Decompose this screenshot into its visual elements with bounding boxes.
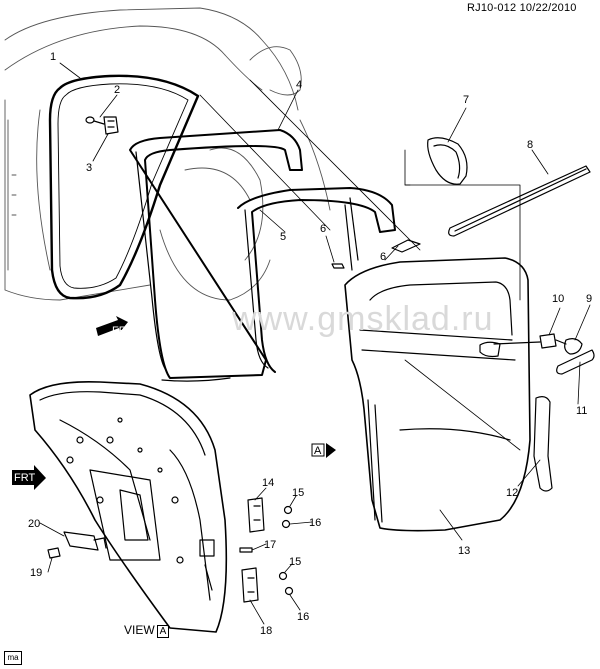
callout-15a: 15 [292,487,304,499]
callout-9: 9 [586,293,592,305]
hinge-upper-14 [247,497,265,533]
car-body-outline [4,7,331,301]
callout-3: 3 [86,162,92,174]
applique-7 [427,137,468,185]
diagram-id: RJ10-012 [467,2,517,14]
diagram-ref: RJ10-012 10/22/2010 [467,2,577,14]
callout-6a: 6 [320,223,326,235]
callout-13: 13 [458,545,470,557]
callout-16a: 16 [309,517,321,529]
frt-arrow-upper: FRT [96,316,133,337]
hinge-lower-18 [241,567,259,603]
window-channel [237,187,396,373]
callout-6b: 6 [380,251,386,263]
weatherstrip-door-frame [129,129,303,379]
view-label-text: VIEW [124,623,155,637]
clip-6a [331,263,345,269]
callout-7: 7 [463,94,469,106]
bolt-15-lower [278,571,288,581]
callout-17: 17 [264,539,276,551]
bolt-19 [47,547,61,559]
svg-text:A: A [314,445,322,457]
pin-17 [239,547,253,553]
weatherstrip-body-side [48,74,200,300]
callout-labels: 1 2 3 4 5 6 6 7 8 9 10 11 12 13 14 15 15… [28,51,592,637]
nut-16-upper [281,519,291,529]
callout-12: 12 [506,487,518,499]
callout-8: 8 [527,139,533,151]
handle-bezel-9 [564,338,583,355]
handle-cap-10 [539,333,557,349]
nut-16-lower [284,586,294,596]
bracket-3 [103,116,119,135]
callout-19: 19 [30,567,42,579]
clip-6b [391,239,421,253]
callout-15b: 15 [289,556,301,568]
check-link-20 [63,531,99,551]
callout-1: 1 [50,51,56,63]
door-inner-panel [29,380,228,633]
callout-2: 2 [114,84,120,96]
callout-10: 10 [552,293,564,305]
fastener-2 [85,116,105,125]
callout-11: 11 [576,405,587,417]
door-outer-panel [344,257,531,532]
callout-5: 5 [280,231,286,243]
bolt-15-upper [283,505,293,515]
callout-18: 18 [260,625,272,637]
view-label-ref: A [156,625,170,638]
door-handle-11 [556,349,595,375]
corner-tag: ma [4,651,22,665]
applique-12 [533,396,553,492]
svg-text:FRT: FRT [14,472,35,484]
watermark: www.gmsklad.ru [232,300,494,338]
callout-20: 20 [28,518,40,530]
svg-text:FRT: FRT [112,325,133,337]
diagram-date: 10/22/2010 [519,2,577,14]
view-a-marker: A [311,443,336,458]
callout-4: 4 [296,79,302,91]
frt-arrow-lower: FRT [12,465,46,490]
callout-14: 14 [262,477,274,489]
belt-molding-8 [448,165,591,237]
callout-16b: 16 [297,611,309,623]
